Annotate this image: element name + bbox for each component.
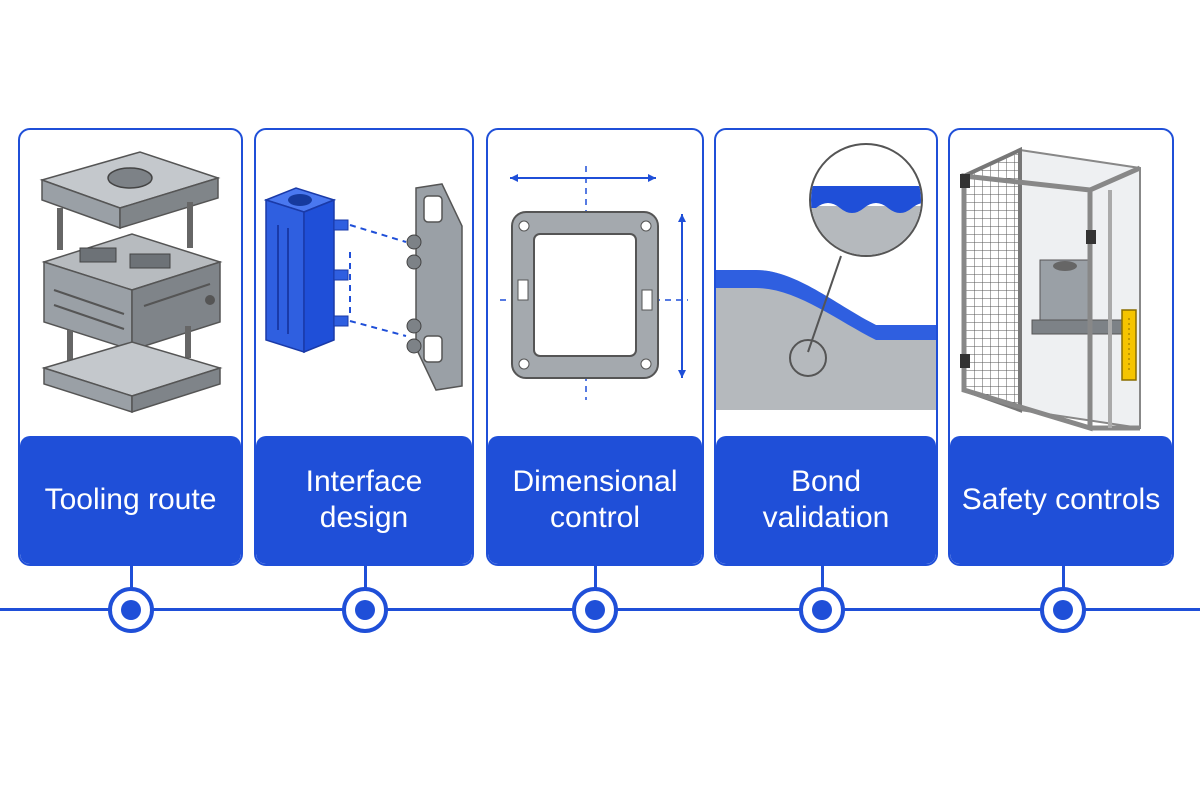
step-card-safety-controls[interactable]: Safety controls: [948, 128, 1174, 566]
timeline-node-4[interactable]: [799, 587, 845, 633]
connector-1: [130, 566, 133, 596]
connector-2: [364, 566, 367, 596]
step-card-interface-design[interactable]: Interface design: [254, 128, 474, 566]
step-label: Tooling route: [20, 436, 241, 564]
step-label: Dimensional control: [488, 436, 702, 564]
timeline-node-2[interactable]: [342, 587, 388, 633]
step-label: Interface design: [256, 436, 472, 564]
node-dot: [585, 600, 605, 620]
connector-3: [594, 566, 597, 596]
step-card-tooling-route[interactable]: Tooling route: [18, 128, 243, 566]
node-dot: [812, 600, 832, 620]
bond-magnifier-icon: [716, 130, 936, 440]
node-dot: [1053, 600, 1073, 620]
node-dot: [121, 600, 141, 620]
step-card-dimensional-control[interactable]: Dimensional control: [486, 128, 704, 566]
safety-enclosure-icon: [950, 130, 1172, 440]
timeline-node-5[interactable]: [1040, 587, 1086, 633]
injection-mold-icon: [20, 130, 241, 440]
connector-4: [821, 566, 824, 596]
step-card-bond-validation[interactable]: Bond validation: [714, 128, 938, 566]
dimensioned-frame-icon: [488, 130, 702, 440]
node-dot: [355, 600, 375, 620]
timeline-node-1[interactable]: [108, 587, 154, 633]
connector-5: [1062, 566, 1065, 596]
interface-parts-icon: [256, 130, 472, 440]
timeline-node-3[interactable]: [572, 587, 618, 633]
step-label: Safety controls: [950, 436, 1172, 564]
step-label: Bond validation: [716, 436, 936, 564]
